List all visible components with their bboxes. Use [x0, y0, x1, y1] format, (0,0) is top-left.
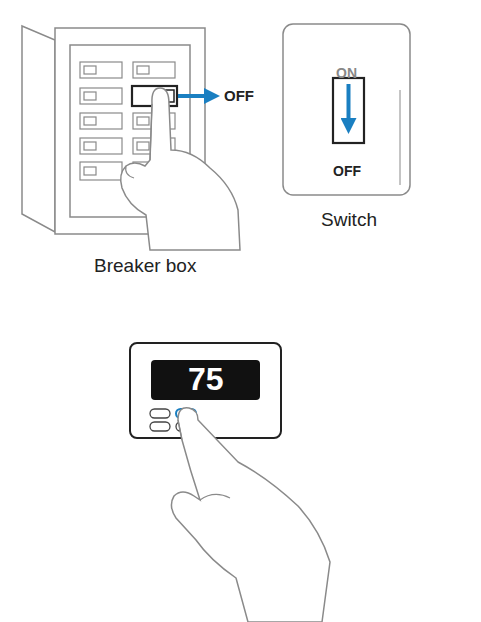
off-label: OFF [224, 88, 254, 105]
caption-label: Switch [321, 210, 377, 231]
off-arrow [178, 94, 212, 98]
node-text: OFF [333, 164, 361, 179]
breaker-door [22, 26, 55, 232]
node-text: ON [336, 66, 357, 81]
thermostat-display: 75 [151, 360, 260, 400]
light-switch [283, 24, 410, 195]
switch-arrow [347, 84, 351, 126]
hand [121, 88, 240, 250]
switch-plate: ON OFF [283, 24, 410, 195]
thermostat [130, 343, 281, 438]
node-text: 75 [188, 362, 224, 397]
caption-label: Breaker box [94, 256, 196, 277]
hand [171, 408, 330, 622]
